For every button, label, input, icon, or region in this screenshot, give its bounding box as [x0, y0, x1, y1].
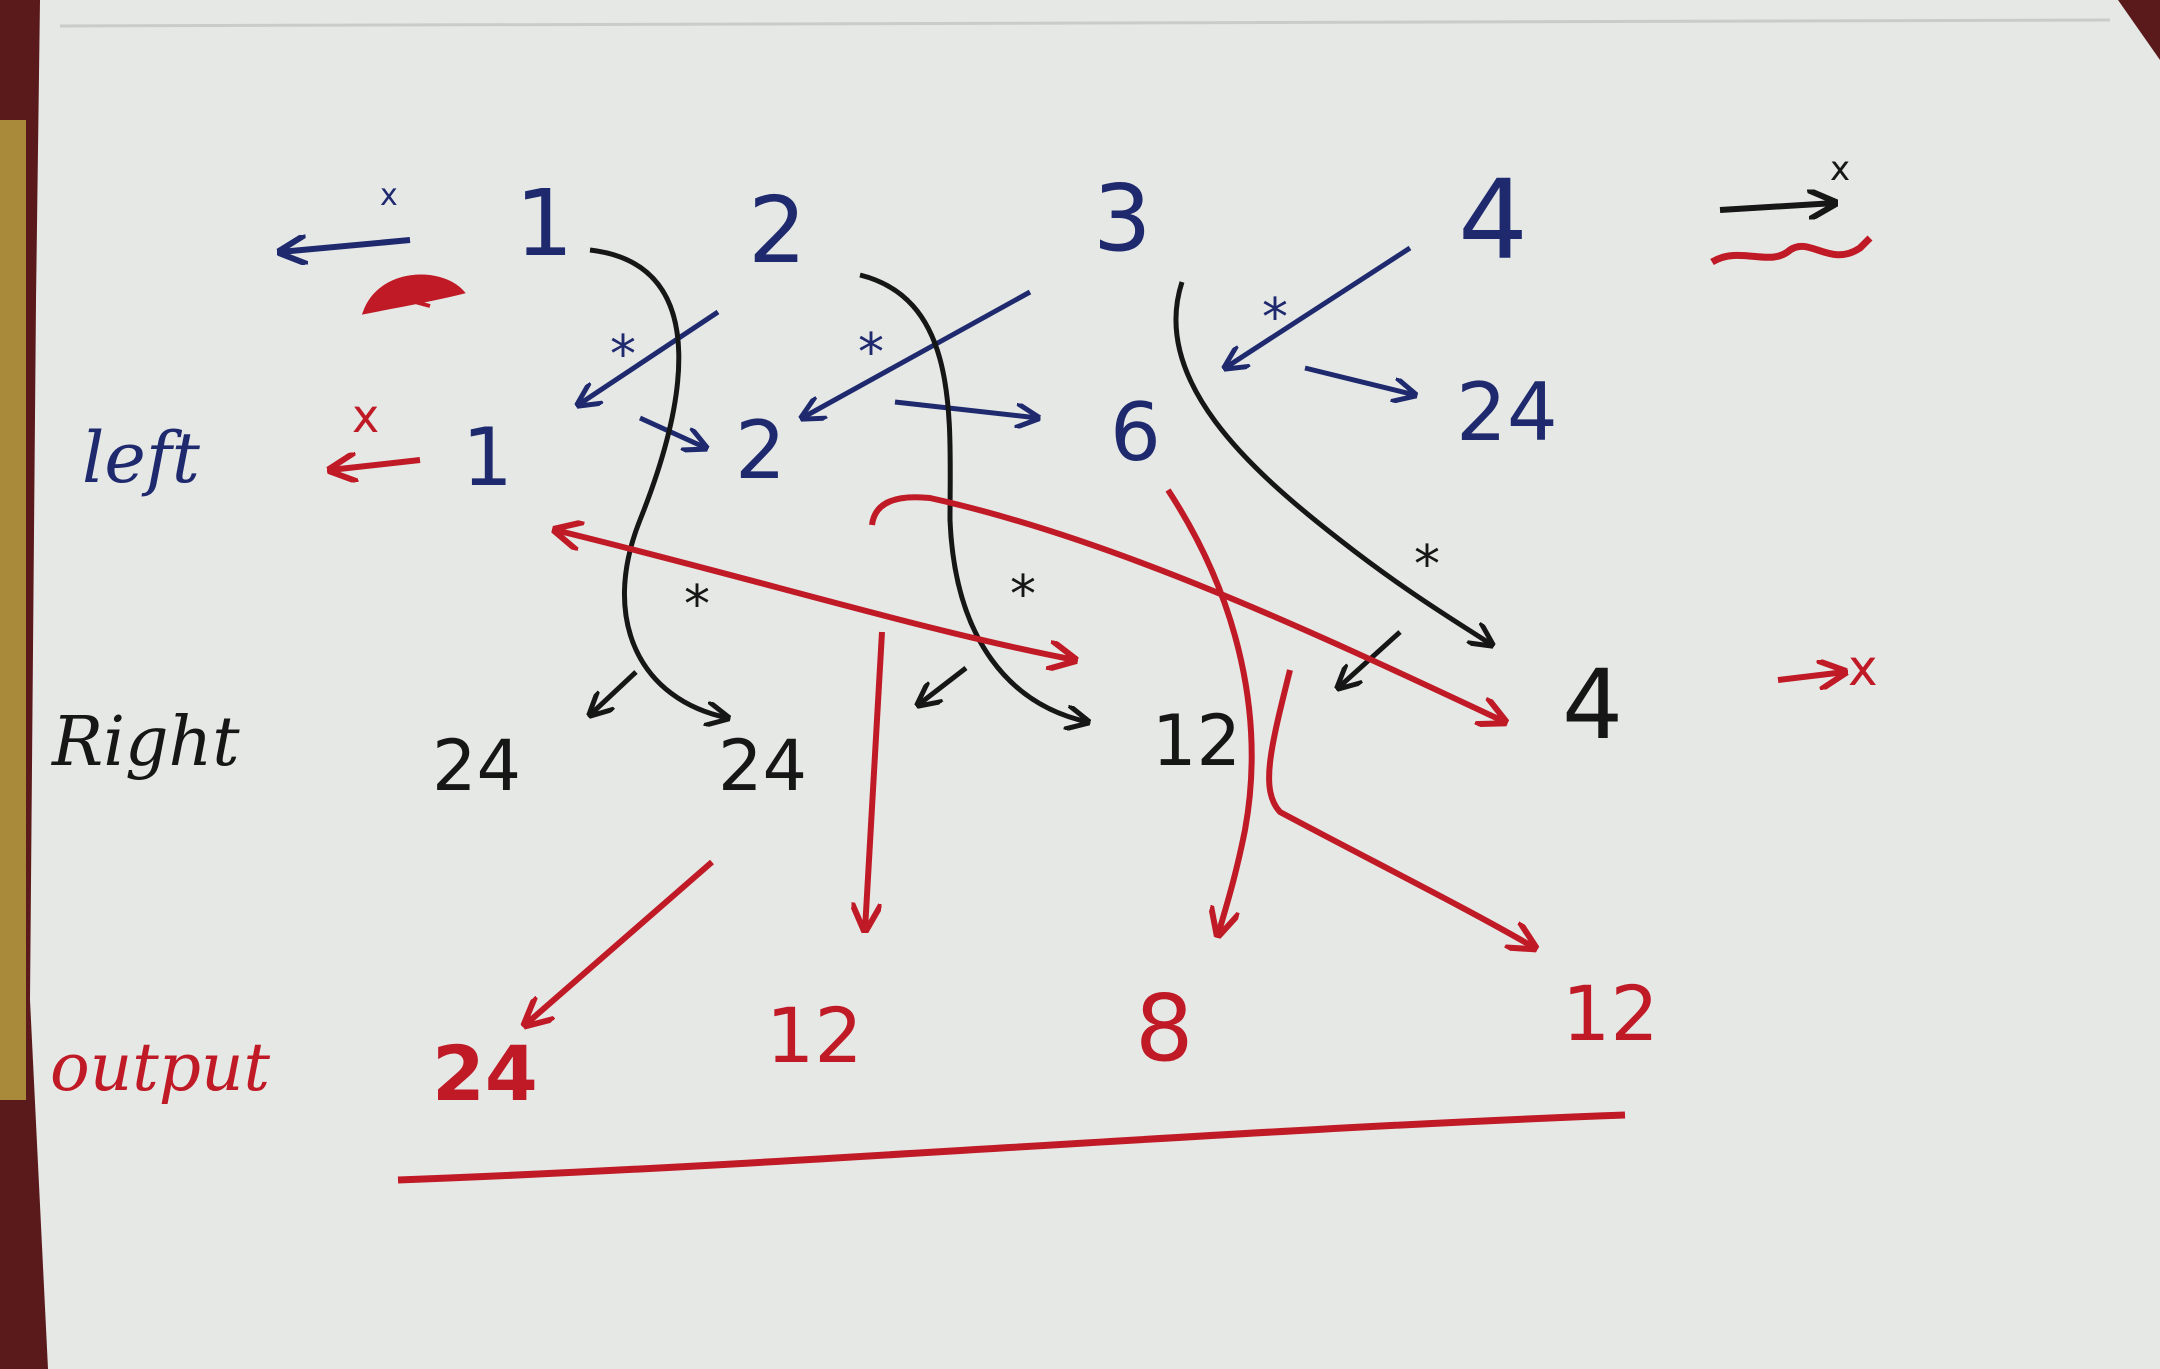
blue-short-arrow-2: [894, 399, 1038, 418]
left-row-times: x: [352, 389, 379, 443]
red-double-arrow-1: [555, 530, 1075, 660]
input-3: 3: [1093, 165, 1152, 272]
left-row-arrow-end: [330, 460, 421, 470]
blue-diag-arrow-2: [802, 289, 1032, 418]
left-2: 2: [735, 404, 786, 497]
right-12: 12: [1152, 700, 1241, 782]
input-4: 4: [1458, 156, 1528, 284]
times-top-right: x: [1830, 149, 1850, 189]
input-1: 1: [515, 170, 574, 277]
black-short-arrow-1: [590, 670, 638, 715]
scribble-top-left: [361, 274, 466, 315]
right-row-arrow-end: [1777, 672, 1845, 680]
right-24-first: 24: [432, 725, 521, 807]
output-12-second: 12: [1562, 969, 1659, 1058]
blue-diag-arrow-3: [1225, 245, 1412, 368]
paper-sheet: [30, 0, 2160, 1369]
star-blue-2: *: [858, 323, 884, 383]
black-curve-arrow-1: [589, 247, 728, 718]
label-output: output: [50, 1029, 271, 1106]
blue-short-arrow-3: [1304, 365, 1415, 395]
output-underline: [397, 1111, 1626, 1184]
left-1: 1: [462, 411, 513, 504]
red-arrow-to-out-1: [525, 859, 714, 1025]
black-short-arrow-2: [918, 666, 968, 705]
output-24: 24: [432, 1029, 538, 1118]
left-24: 24: [1456, 366, 1558, 459]
paper-fold-line: [59, 18, 2111, 28]
star-black-1: *: [684, 575, 710, 635]
blue-short-arrow-1: [638, 415, 706, 448]
left-6: 6: [1110, 386, 1161, 479]
red-arrow-to-out-3: [1165, 488, 1255, 935]
red-arrow-to-out-2: [865, 631, 885, 930]
right-4: 4: [1562, 649, 1623, 761]
right-row-times: x: [1848, 639, 1878, 697]
star-blue-3: *: [1262, 288, 1288, 348]
right-24-second: 24: [718, 725, 807, 807]
blue-diag-arrow-1: [578, 309, 720, 405]
red-arrow-to-out-4: [1266, 669, 1535, 948]
output-12-first: 12: [766, 991, 863, 1080]
label-right: Right: [50, 703, 240, 782]
scribble-top-right: [1710, 235, 1873, 266]
star-black-2: *: [1010, 565, 1036, 625]
output-8: 8: [1135, 975, 1194, 1082]
times-top-left: x: [380, 178, 398, 213]
right-arrow-top: [1719, 203, 1835, 210]
red-arrow-2: [869, 494, 1505, 722]
black-curve-arrow-3: [1173, 281, 1492, 645]
star-black-3: *: [1414, 535, 1440, 595]
label-left: left: [82, 417, 201, 499]
fabric-gold-trim: [0, 120, 26, 1100]
star-blue-1: *: [610, 325, 636, 385]
input-2: 2: [748, 177, 807, 284]
left-arrow-top: [280, 240, 411, 252]
